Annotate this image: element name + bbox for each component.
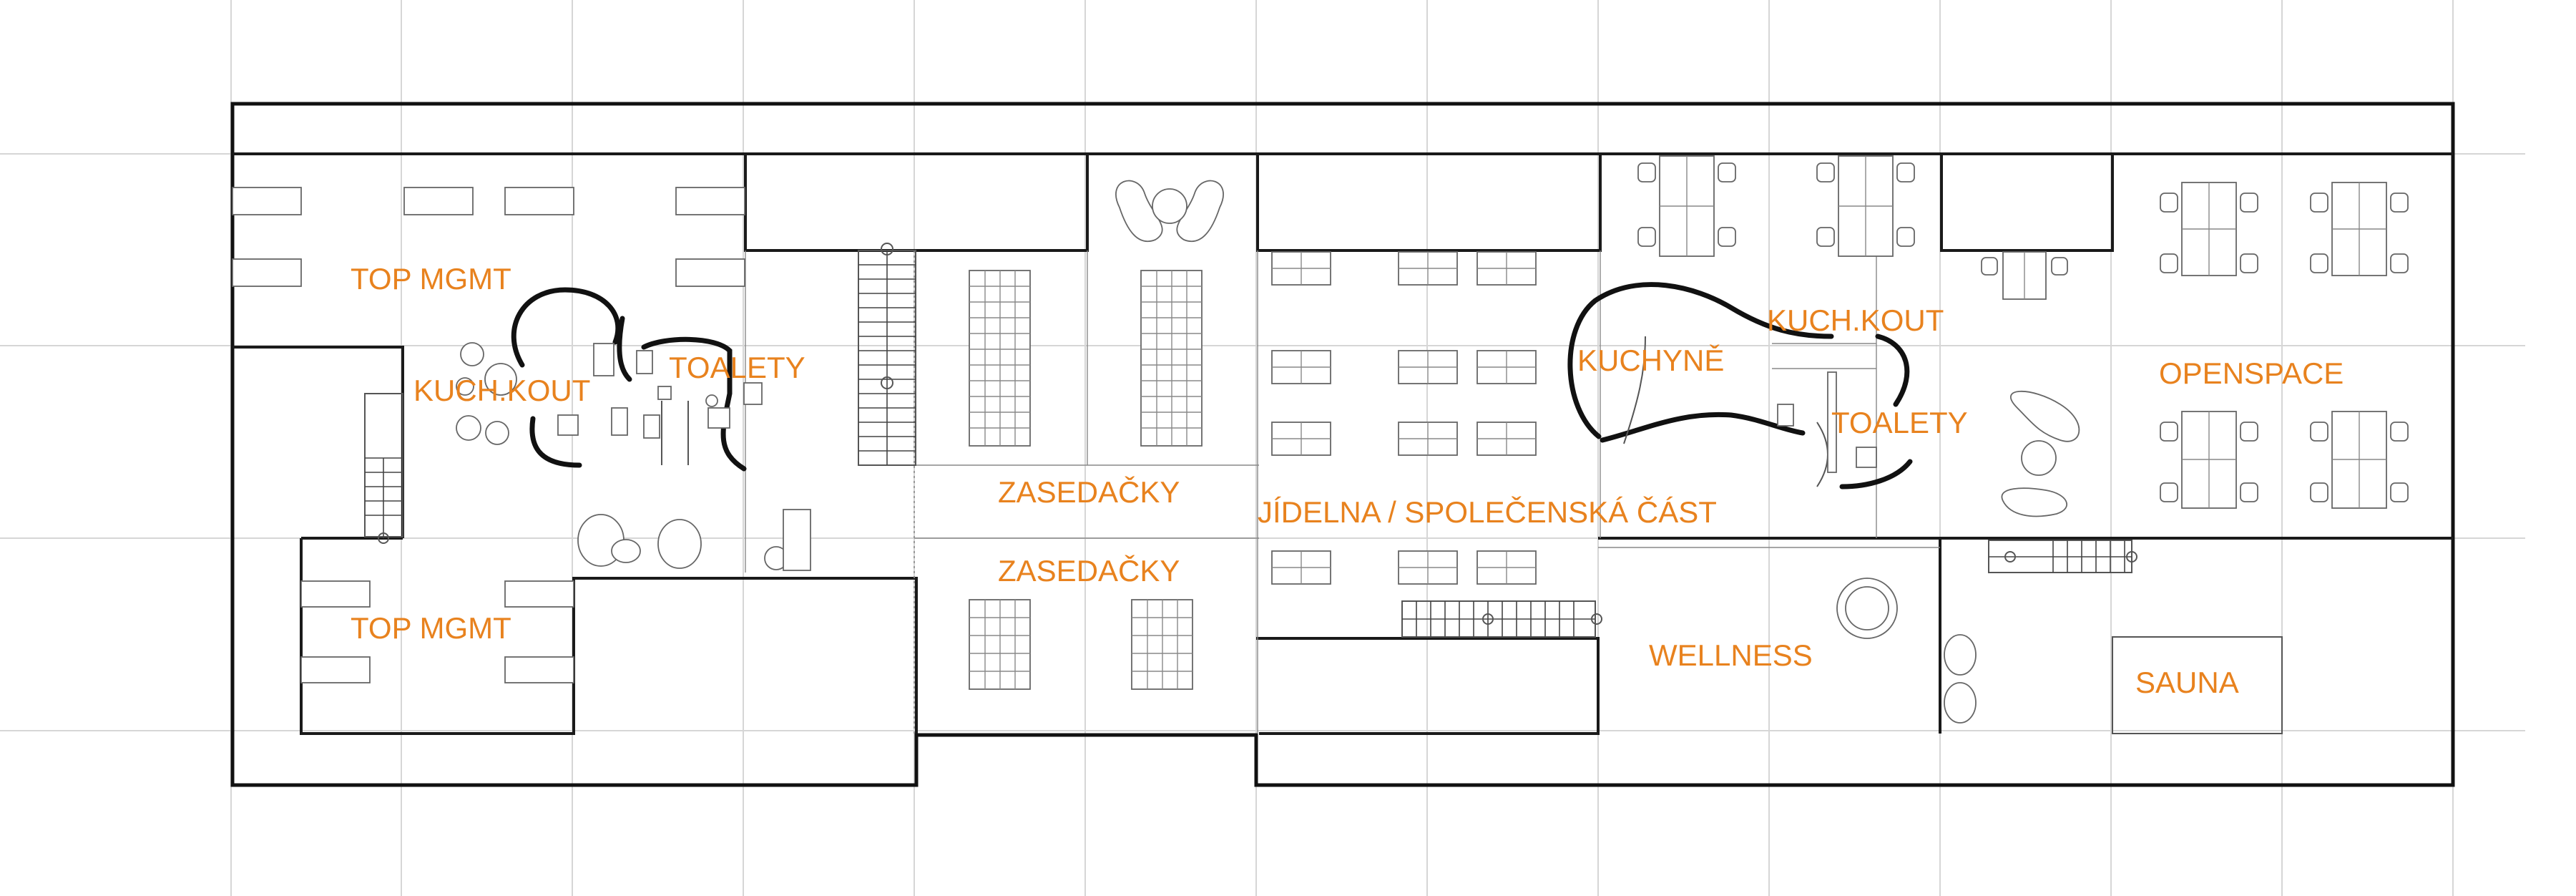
stairs: [364, 243, 2137, 638]
label-kitchenette-east: KUCH.KOUT: [1767, 303, 1944, 337]
workstations-openspace: [2160, 182, 2409, 509]
workstations-north: [1637, 155, 2068, 300]
lounge-chairs-north: [1115, 180, 1224, 242]
curved-partitions: [511, 282, 1913, 490]
stair-west-top: [858, 243, 916, 466]
label-wellness: WELLNESS: [1649, 638, 1813, 672]
desks-top-mgmt-north: [232, 187, 745, 287]
desks-top-mgmt-south: [300, 580, 574, 683]
lounge-chairs-west: [577, 509, 811, 571]
label-toilets-west: TOALETY: [669, 351, 805, 384]
label-top-mgmt-north: TOP MGMT: [351, 262, 511, 296]
room-labels: TOP MGMT KUCH.KOUT TOALETY TOP MGMT ZASE…: [351, 262, 2344, 699]
label-top-mgmt-south: TOP MGMT: [351, 611, 511, 645]
label-dining-social: JÍDELNA / SPOLEČENSKÁ ČÁST: [1258, 495, 1717, 529]
meeting-table-grid-south: [969, 599, 1193, 690]
label-kitchenette-west: KUCH.KOUT: [413, 374, 590, 407]
meeting-table-grid-north: [969, 270, 1203, 447]
kitchen-fixtures: [1777, 371, 1877, 473]
label-openspace: OPENSPACE: [2159, 356, 2344, 390]
interior-walls: [232, 152, 2453, 735]
label-meeting-rooms-south: ZASEDAČKY: [998, 554, 1180, 588]
label-kitchen: KUCHYNĚ: [1577, 344, 1724, 377]
stair-east: [1988, 540, 2137, 573]
label-meeting-rooms-north: ZASEDAČKY: [998, 475, 1180, 509]
label-sauna: SAUNA: [2135, 666, 2239, 699]
toilet-fixtures-west: [557, 343, 763, 465]
wellness-fixtures: [1836, 578, 1977, 724]
stair-dining: [1401, 600, 1602, 638]
dining-tables: [1271, 251, 1537, 585]
furniture: [232, 155, 2409, 724]
lounge-openspace: [2001, 390, 2080, 517]
label-toilets-east: TOALETY: [1831, 406, 1968, 439]
round-tables-west: [456, 342, 517, 445]
stair-west-mid: [364, 393, 403, 544]
